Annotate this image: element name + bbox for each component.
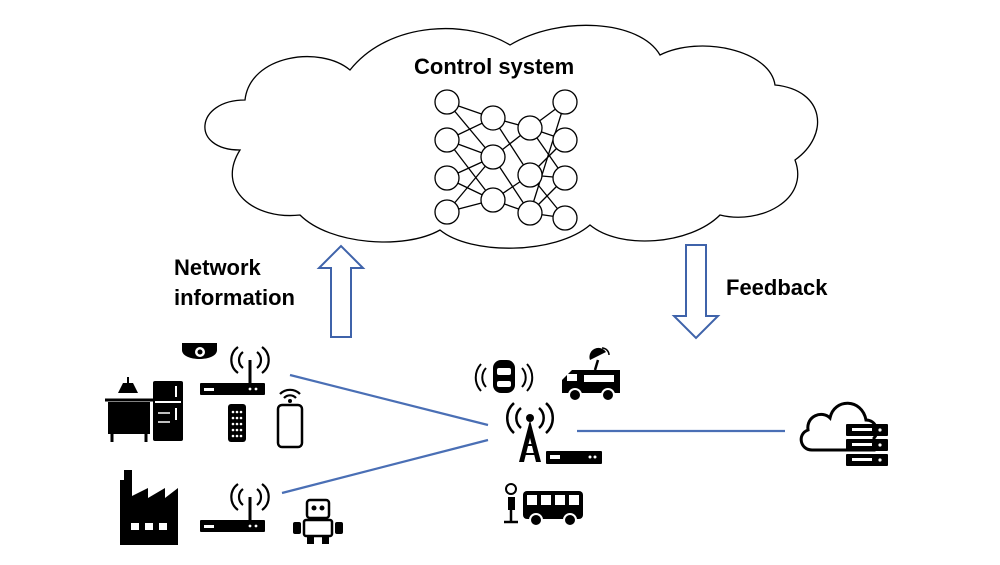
- network-information-arrow: [316, 244, 366, 338]
- network-information-label-line2: information: [174, 285, 295, 310]
- bus-stop-icon: [504, 483, 518, 524]
- cloud-server-icon: [799, 401, 888, 466]
- control-system-title: Control system: [414, 54, 575, 79]
- base-station-unit-icon: [546, 451, 602, 464]
- feedback-label: Feedback: [726, 275, 828, 300]
- control-system-cloud: [204, 24, 819, 249]
- satellite-van-icon: [562, 347, 620, 402]
- nn-nodes: [434, 89, 578, 231]
- wifi-router-icon: [200, 346, 270, 395]
- factory-icon: [120, 470, 178, 545]
- desk-lamp-icon: [105, 377, 153, 442]
- wifi-router-icon: [200, 483, 270, 532]
- dome-camera-icon: [182, 343, 217, 359]
- network-information-label-line1: Network: [174, 255, 261, 280]
- refrigerator-icon: [153, 381, 183, 441]
- network-links: [281, 373, 785, 495]
- connected-car-icon: [474, 360, 534, 393]
- smartphone-icon: [276, 388, 304, 449]
- bus-icon: [523, 491, 583, 527]
- smart-speaker-icon: [228, 404, 246, 442]
- feedback-arrow: [671, 244, 721, 340]
- cell-tower-icon: [505, 402, 555, 462]
- neural-network: [434, 89, 578, 231]
- robot-icon: [293, 498, 343, 544]
